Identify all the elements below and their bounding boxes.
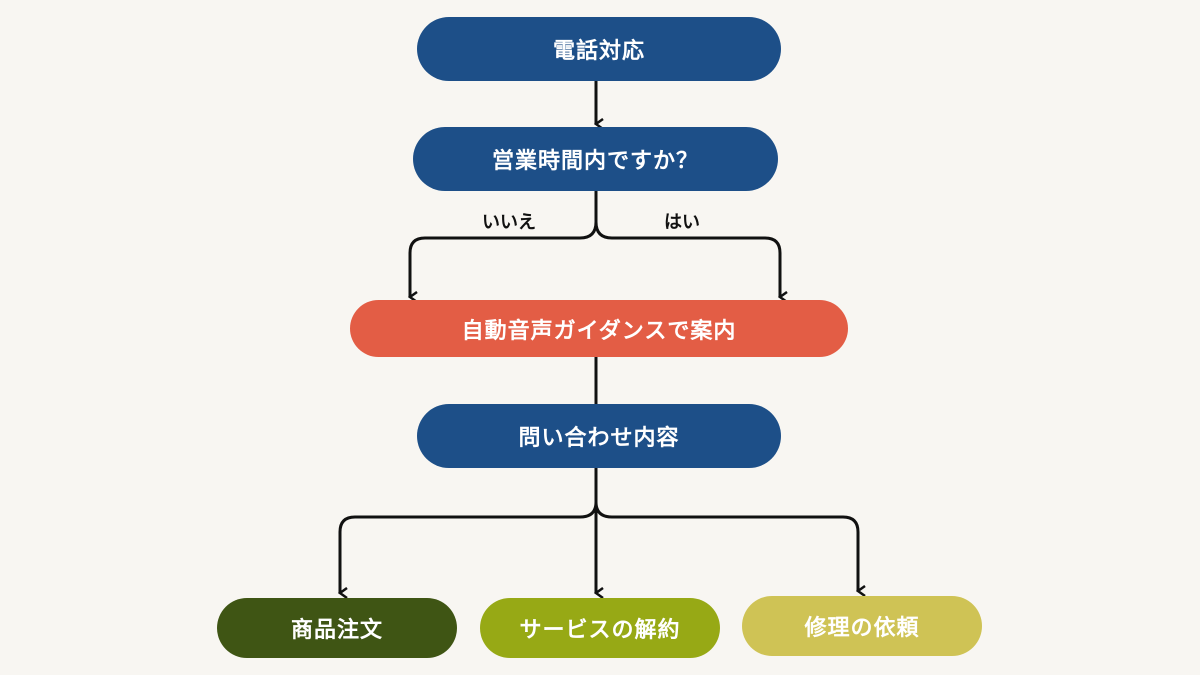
node-label: 修理の依頼 [804,616,920,641]
node-label: 自動音声ガイダンスで案内 [461,318,737,344]
node-inquiry-content: 問い合わせ内容 [417,404,781,468]
arrow-no-branch [410,191,598,297]
node-label: 営業時間内ですか？ [491,149,699,174]
node-label: 電話対応 [552,39,645,64]
arrow-yes-branch [594,221,780,297]
arrow-to-order [340,468,598,593]
node-service-cancellation: サービスの解約 [480,598,720,658]
branch-label-no: いいえ [482,212,536,233]
node-label: サービスの解約 [519,618,681,643]
node-label: 問い合わせ内容 [518,426,680,451]
node-repair-request: 修理の依頼 [742,596,982,656]
branch-label-yes: はい [664,212,700,233]
arrow-to-repair [594,501,858,591]
node-business-hours-question: 営業時間内ですか？ [413,127,778,191]
node-product-order: 商品注文 [217,598,457,658]
node-auto-voice-guidance: 自動音声ガイダンスで案内 [350,300,848,357]
node-phone-handling: 電話対応 [417,17,781,81]
node-label: 商品注文 [290,618,383,643]
